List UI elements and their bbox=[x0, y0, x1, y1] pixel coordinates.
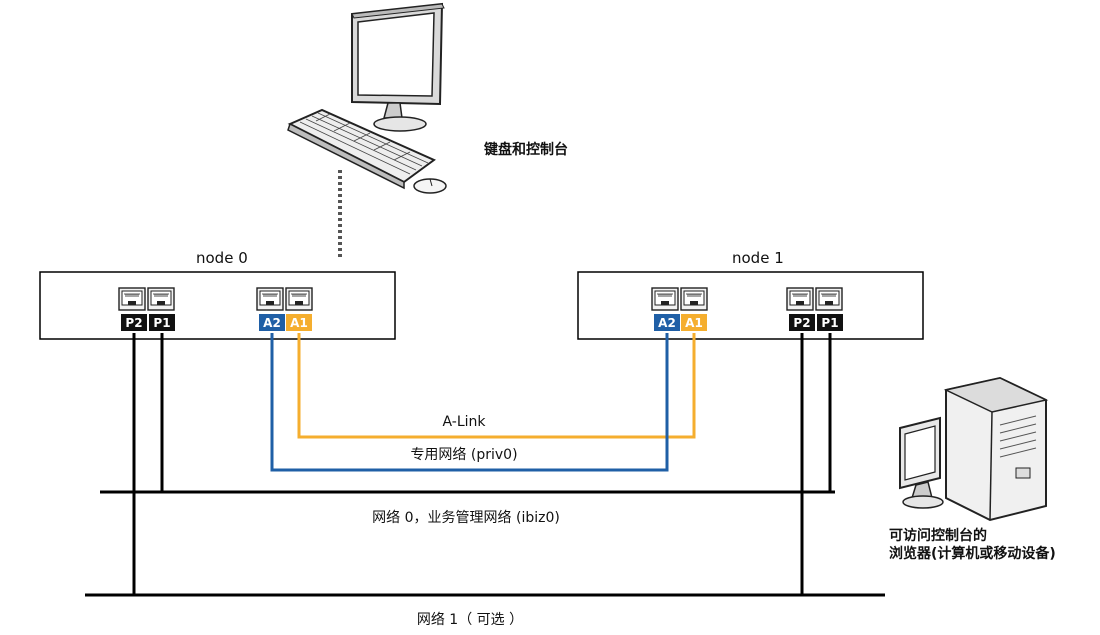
node1-port-p1: P1 bbox=[815, 287, 843, 331]
private-network-cable bbox=[270, 333, 669, 472]
browser-label-line2: 浏览器(计算机或移动设备) bbox=[889, 545, 1056, 562]
node0-port-a1: A1 bbox=[285, 287, 313, 331]
svg-text:P2: P2 bbox=[125, 316, 142, 330]
node0-title: node 0 bbox=[196, 249, 248, 267]
node1-port-a2: A2 bbox=[651, 287, 680, 331]
svg-text:A1: A1 bbox=[290, 316, 308, 330]
alink-cable bbox=[297, 333, 696, 439]
svg-text:A1: A1 bbox=[685, 316, 703, 330]
alink-label: A-Link bbox=[443, 414, 487, 430]
node0-port-p1: P1 bbox=[147, 287, 175, 331]
node0-port-p2: P2 bbox=[118, 287, 147, 331]
browser-computer-icon bbox=[899, 376, 1049, 522]
svg-text:A2: A2 bbox=[658, 316, 676, 330]
svg-text:P1: P1 bbox=[153, 316, 170, 330]
network0-label: 网络 0，业务管理网络 (ibiz0) bbox=[372, 510, 560, 526]
node1-box bbox=[577, 271, 924, 340]
svg-text:P2: P2 bbox=[793, 316, 810, 330]
node1-port-a1: A1 bbox=[680, 287, 708, 331]
console-label: 键盘和控制台 bbox=[483, 141, 568, 158]
svg-text:A2: A2 bbox=[263, 316, 281, 330]
browser-label-line1: 可访问控制台的 bbox=[889, 527, 987, 544]
node1-title: node 1 bbox=[732, 249, 784, 267]
console-computer-icon bbox=[287, 2, 447, 194]
private-network-label: 专用网络 (priv0) bbox=[410, 447, 517, 463]
node1-port-p2: P2 bbox=[786, 287, 815, 331]
svg-text:P1: P1 bbox=[821, 316, 838, 330]
network1-label: 网络 1（ 可选 ） bbox=[417, 612, 523, 628]
node0-port-a2: A2 bbox=[256, 287, 285, 331]
node0-box bbox=[39, 271, 396, 340]
